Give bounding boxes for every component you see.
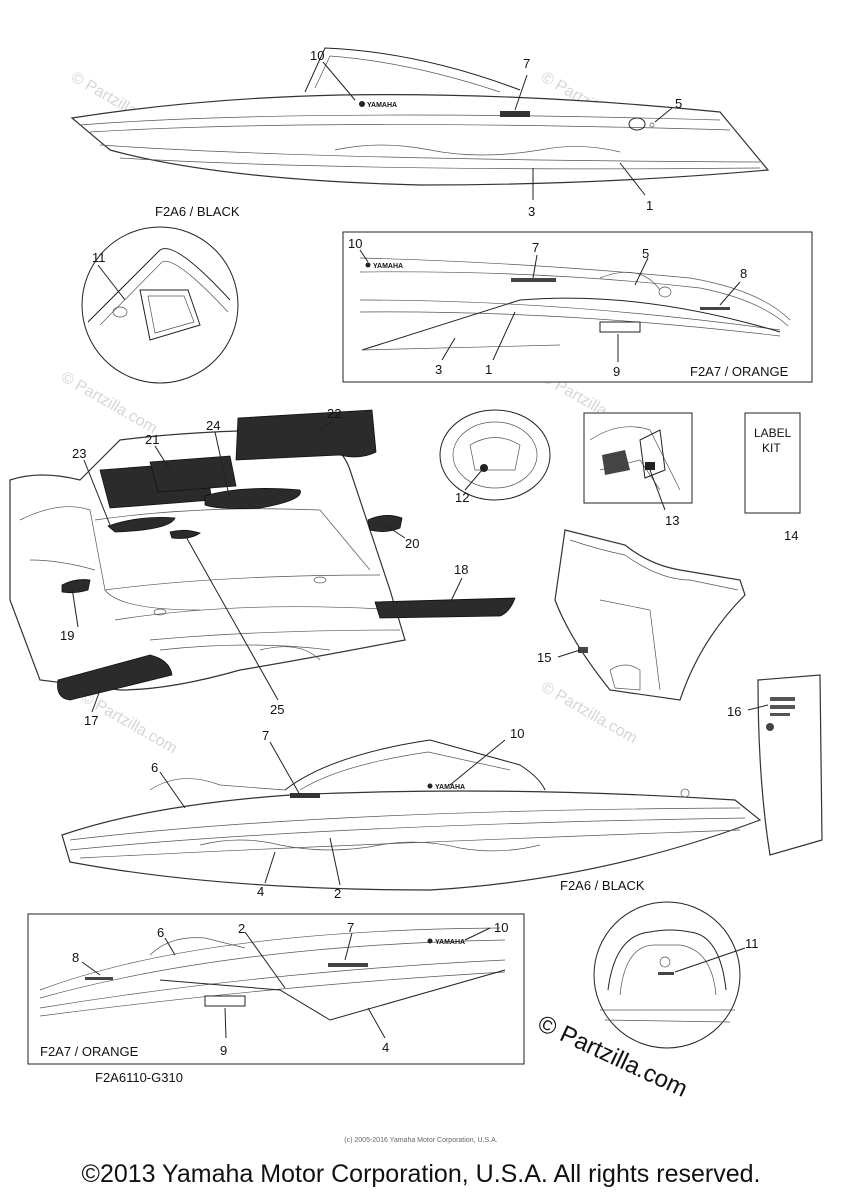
label-kit-line1: LABEL [754,426,792,440]
callout-6: 6 [157,925,164,940]
callout-11: 11 [92,250,106,265]
callout-9: 9 [220,1043,227,1058]
callout-7: 7 [523,56,530,71]
decal-yamaha: YAMAHA [367,102,397,109]
callout-2: 2 [238,921,245,936]
caption-f2a7-orange-bottom: F2A7 / ORANGE [40,1044,139,1059]
callout-13: 13 [665,513,679,528]
callout-5: 5 [642,246,649,261]
callout-8: 8 [740,266,747,281]
boat-side-view-top: YAMAHA [70,47,770,186]
caption-f2a6-black-mid: F2A6 / BLACK [560,878,645,893]
callout-14: 14 [784,528,798,543]
small-copyright: (c) 2005-2016 Yamaha Motor Corporation, … [344,1137,498,1144]
callout-3: 3 [528,204,535,219]
callout-5: 5 [675,96,682,111]
callout-10: 10 [494,920,508,935]
label-kit-line2: KIT [762,441,781,455]
copyright-notice: ©2013 Yamaha Motor Corporation, U.S.A. A… [81,1160,761,1188]
label-kit-box [744,412,801,514]
caption-f2a7-orange-top: F2A7 / ORANGE [690,364,789,379]
caption-f2a6-black-top: F2A6 / BLACK [155,204,240,219]
helm-inset-frame [583,412,693,504]
callout-18: 18 [454,562,468,577]
callout-9: 9 [613,364,620,379]
callout-10: 10 [310,48,324,63]
callout-16: 16 [727,704,741,719]
callout-23: 23 [72,446,86,461]
inset-frame-orange-top [342,231,813,383]
callout-7: 7 [347,920,354,935]
helm-inset [589,426,681,491]
boat-orange-inset-bottom: YAMAHA [39,927,506,1021]
callout-6: 6 [151,760,158,775]
boat-side-view-middle: YAMAHA [61,739,762,891]
decal-yamaha: YAMAHA [435,939,465,946]
decal-yamaha: YAMAHA [373,263,403,270]
callout-11: 11 [745,936,759,951]
steering-wheel-inset [439,409,551,501]
callout-2: 2 [334,886,341,901]
callout-10: 10 [348,236,362,251]
drawing-code: F2A6110-G310 [95,1070,183,1085]
callout-10: 10 [510,726,524,741]
callout-15: 15 [537,650,551,665]
callout-1: 1 [646,198,653,213]
callout-7: 7 [262,728,269,743]
bow-inset-bottom [593,901,741,1049]
callout-4: 4 [257,884,264,899]
callout-8: 8 [72,950,79,965]
boat-interior-view [9,409,516,701]
callout-12: 12 [455,490,469,505]
boat-orange-inset-top: YAMAHA [359,257,791,351]
callout-24: 24 [206,418,220,433]
callout-4: 4 [382,1040,389,1055]
inset-frame-orange-bottom [27,913,525,1065]
callout-1: 1 [485,362,492,377]
callout-20: 20 [405,536,419,551]
callout-3: 3 [435,362,442,377]
callout-17: 17 [84,713,98,728]
callout-19: 19 [60,628,74,643]
decal-yamaha: YAMAHA [435,784,465,791]
callout-25: 25 [270,702,284,717]
callout-7: 7 [532,240,539,255]
callout-21: 21 [145,432,159,447]
callout-22: 22 [327,406,341,421]
bow-inset-top [81,226,239,384]
side-panel-part [757,674,823,856]
cover-part [554,529,746,701]
